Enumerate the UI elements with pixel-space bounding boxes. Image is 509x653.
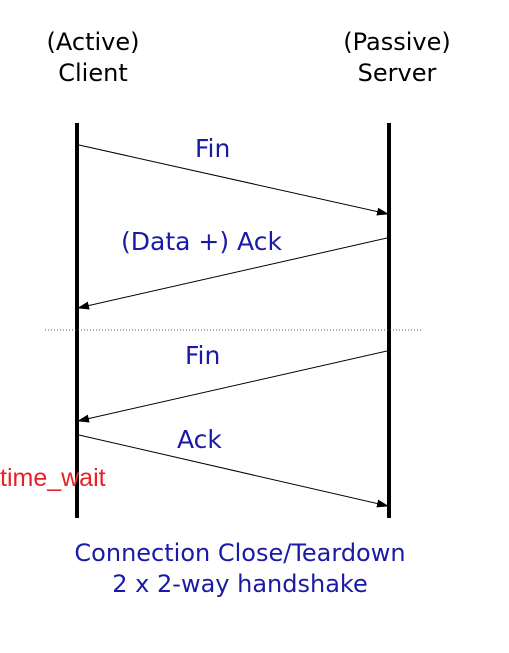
data-ack-arrow-server-to-client (77, 237, 388, 310)
fin-label-2: Fin (185, 341, 221, 370)
caption-line-1: Connection Close/Teardown (74, 539, 406, 567)
ack-arrow-client-to-server (78, 434, 389, 508)
server-role: (Passive) (343, 28, 451, 56)
client-role: (Active) (46, 28, 140, 56)
diagram-caption: Connection Close/Teardown 2 x 2-way hand… (40, 538, 440, 600)
ack-label: Ack (177, 425, 222, 454)
client-name: Client (58, 59, 128, 87)
fin-arrow-client-to-server (78, 144, 389, 216)
fin-arrow-server-to-client (77, 350, 388, 423)
server-name: Server (357, 59, 437, 87)
caption-line-2: 2 x 2-way handshake (112, 570, 368, 599)
data-ack-label: (Data +) Ack (121, 227, 282, 256)
server-header: (Passive) Server (332, 30, 462, 85)
time-wait-state: time_wait (0, 464, 106, 492)
fin-label-1: Fin (195, 134, 231, 163)
client-header: (Active) Client (28, 30, 158, 85)
